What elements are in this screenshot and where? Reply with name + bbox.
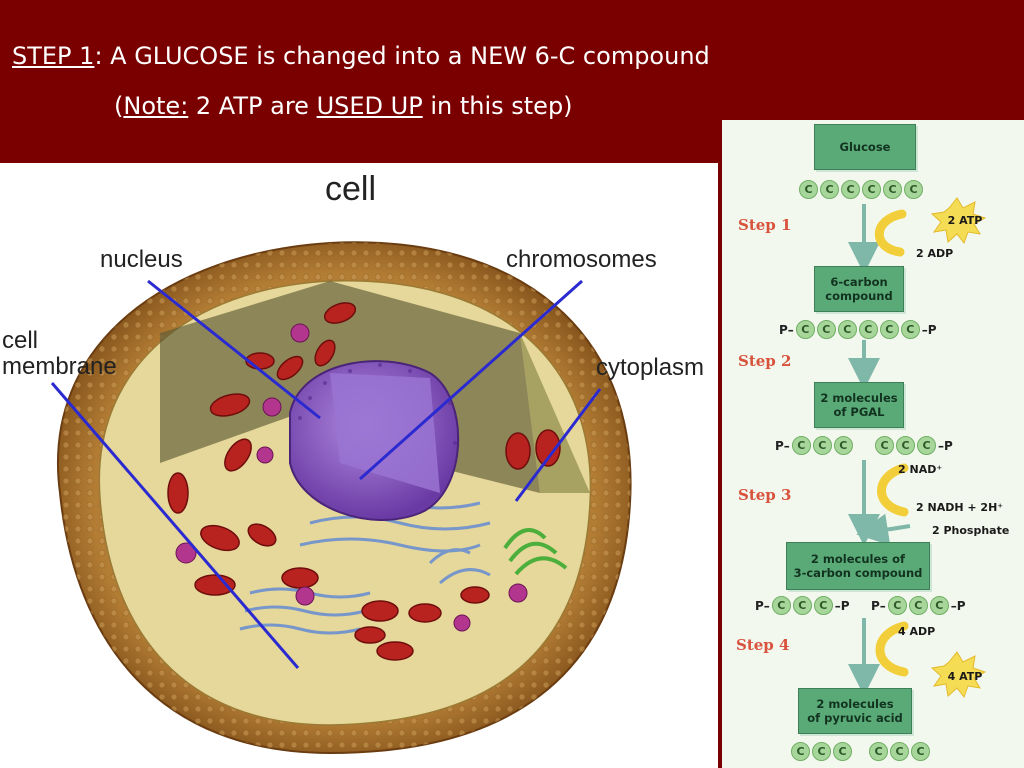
chromosomes-label: chromosomes	[506, 246, 657, 273]
carbon-bead: C	[833, 742, 852, 761]
phosphate-group: –P	[938, 438, 953, 453]
carbon-bead: C	[792, 596, 812, 615]
carbon-bead: C	[911, 742, 930, 761]
step-3-label: Step 3	[738, 486, 792, 504]
phosphate-group: P–	[871, 598, 886, 613]
cell-diagram: cell nucleus chromosomes cell membrane c…	[0, 163, 718, 768]
title-line-1: STEP 1: A GLUCOSE is changed into a NEW …	[12, 42, 710, 70]
curve-arrow-1	[874, 209, 907, 257]
carbon-bead: C	[904, 180, 923, 199]
atp-in-label: 2 ATP	[947, 214, 983, 227]
used-up-label: USED UP	[316, 92, 423, 120]
note-label: Note:	[123, 92, 189, 120]
carbon-bead: C	[917, 436, 936, 455]
phosphate-arrow	[856, 513, 911, 546]
phosphate-group: P–	[755, 598, 770, 613]
slide-title: STEP 1: A GLUCOSE is changed into a NEW …	[12, 38, 832, 124]
carbon-bead: C	[858, 320, 878, 339]
carbon-bead: C	[929, 596, 949, 615]
title-line-1-text: : A GLUCOSE is changed into a NEW 6-C co…	[94, 42, 710, 70]
carbon-bead: C	[791, 436, 811, 455]
carbon-bead: C	[833, 436, 853, 455]
chromosomes-pointer	[359, 279, 583, 481]
nucleus-pointer	[147, 279, 321, 420]
cell-title: cell	[325, 170, 377, 208]
phosphate-group: –P	[921, 322, 937, 337]
pgal-box: 2 molecules of PGAL	[814, 382, 904, 428]
carbon-bead: C	[875, 436, 894, 455]
cytoplasm-label: cytoplasm	[596, 354, 705, 381]
carbon-bead: C	[771, 596, 791, 615]
six-carbon-box: 6-carbon compound	[814, 266, 904, 312]
atp-out-label: 4 ATP	[947, 670, 983, 683]
star-4atp	[930, 651, 987, 699]
carbon-bead: C	[812, 742, 831, 761]
curve-arrow-4	[875, 621, 909, 677]
cell-illustration	[50, 241, 632, 755]
title-line-2-mid: 2 ATP are	[188, 92, 317, 120]
step-2-label: Step 2	[738, 352, 792, 370]
carbon-bead: C	[879, 320, 899, 339]
carbon-bead: C	[795, 320, 815, 339]
carbon-bead: C	[900, 320, 920, 339]
pyruvic-box: 2 molecules of pyruvic acid	[798, 688, 912, 734]
nucleus-label: nucleus	[100, 246, 183, 273]
curve-arrow-3	[877, 463, 909, 517]
phosphate-group: P–	[779, 322, 794, 337]
nad-in-label: 2 NAD⁺	[898, 463, 943, 476]
phosphate-group: –P	[834, 598, 850, 613]
carbon-bead: C	[812, 436, 832, 455]
phosphate-group: –P	[950, 598, 966, 613]
adp-out-label: 2 ADP	[916, 247, 954, 260]
carbon-bead: C	[862, 180, 881, 199]
carbon-bead: C	[837, 320, 857, 339]
cytoplasm-pointer	[514, 388, 602, 502]
paren-open: (	[114, 92, 124, 120]
carbon-bead: C	[799, 180, 818, 199]
nadh-out-label: 2 NADH + 2H⁺	[916, 501, 1004, 514]
carbon-bead: C	[908, 596, 928, 615]
carbon-bead: C	[820, 180, 839, 199]
glucose-box: Glucose	[814, 124, 916, 170]
carbon-bead: C	[816, 320, 836, 339]
carbon-bead: C	[791, 742, 810, 761]
step-1-label: Step 1	[738, 216, 792, 234]
phosphate-group: P–	[775, 438, 790, 453]
three-carbon-box: 2 molecules of 3-carbon compound	[786, 542, 930, 590]
carbon-bead: C	[813, 596, 833, 615]
glycolysis-arrows	[848, 197, 987, 699]
carbon-bead: C	[890, 742, 909, 761]
title-line-2: (Note: 2 ATP are USED UP in this step)	[114, 88, 832, 124]
carbon-bead: C	[841, 180, 860, 199]
phosphate-label: 2 Phosphate	[932, 524, 1010, 537]
carbon-bead: C	[896, 436, 915, 455]
cell-membrane-label: cell membrane	[2, 327, 117, 380]
step-4-label: Step 4	[736, 636, 790, 654]
membrane-pointer	[50, 382, 300, 669]
star-2atp	[930, 197, 987, 245]
glycolysis-diagram: Glucose 6-carbon compound 2 molecules of…	[722, 120, 1024, 768]
title-line-2-end: in this step)	[422, 92, 573, 120]
carbon-bead: C	[883, 180, 902, 199]
carbon-bead: C	[887, 596, 907, 615]
carbon-bead: C	[869, 742, 888, 761]
step-label: STEP 1	[12, 42, 95, 70]
adp-in-label: 4 ADP	[898, 625, 936, 638]
